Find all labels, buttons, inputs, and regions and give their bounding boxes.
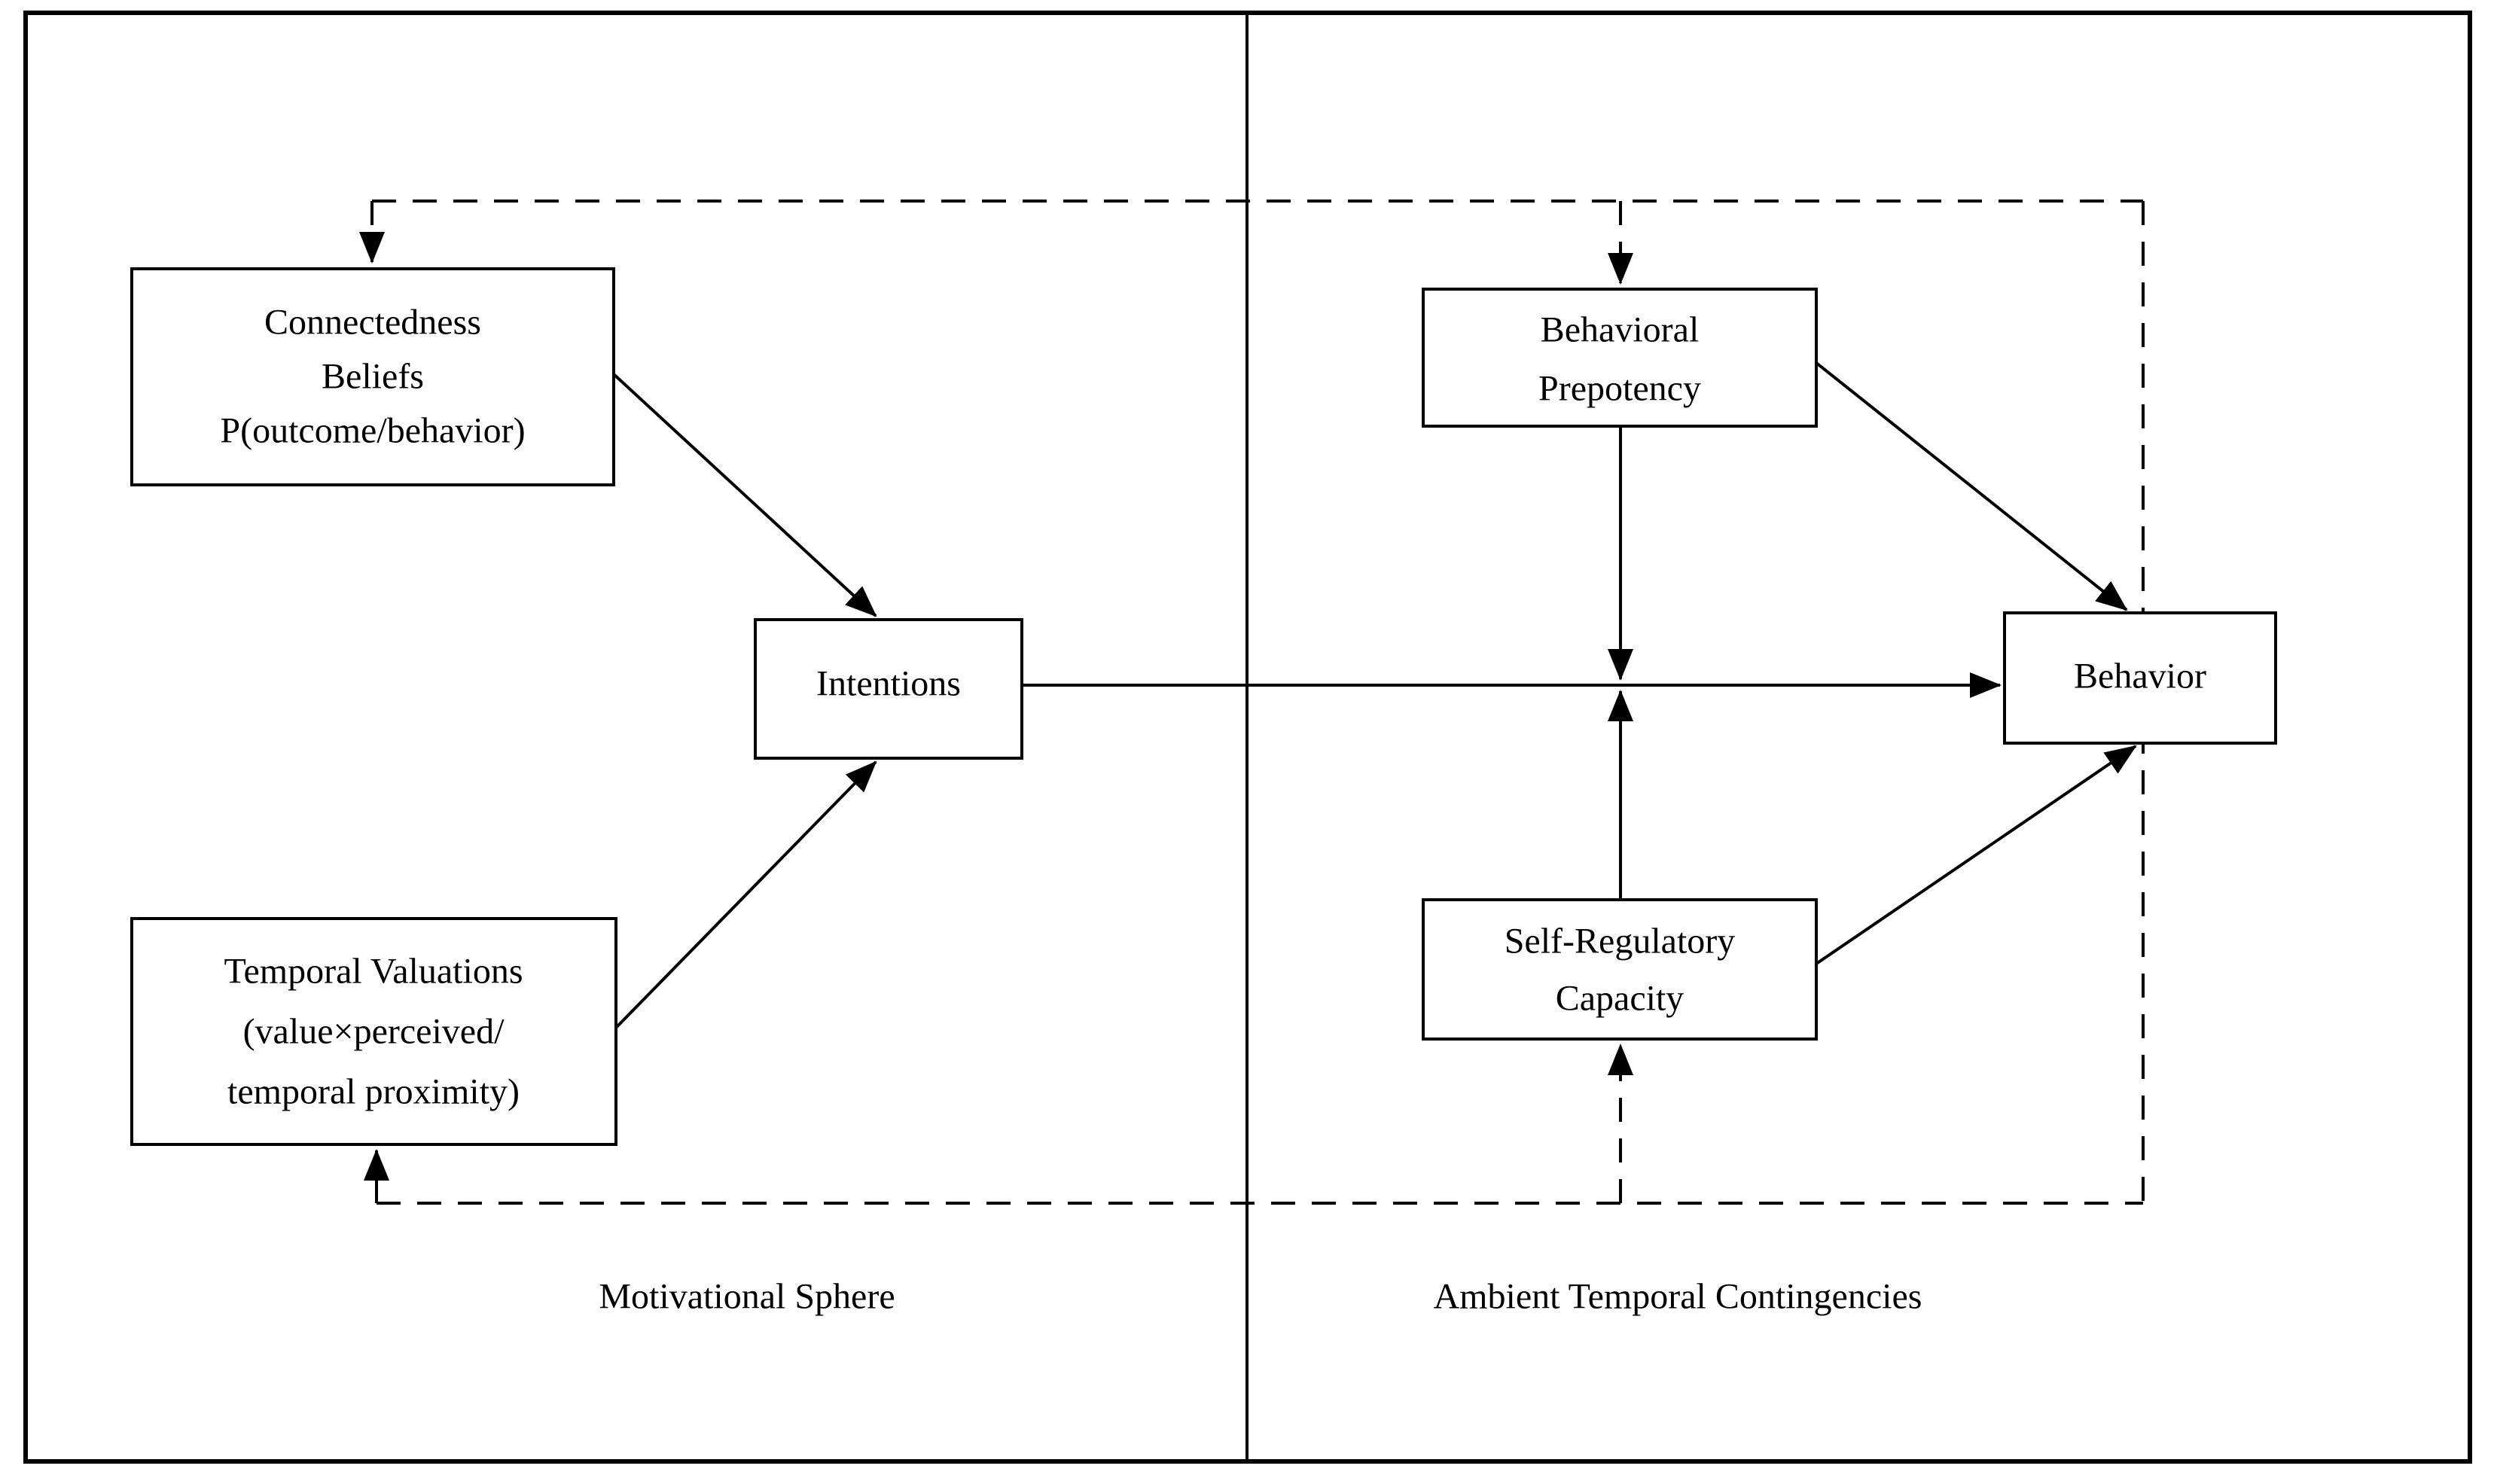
- self-regulatory-capacity-box: [1422, 898, 1818, 1041]
- behavioral-prepotency-box: [1422, 288, 1818, 428]
- arrow-selfregulatory-to-behavior: [1815, 745, 2137, 965]
- behavioral-prepotency-label-line2: Prepotency: [1538, 369, 1701, 409]
- arrow-temporal-to-intentions: [614, 760, 877, 1029]
- temporal-valuations-label-line3: temporal proximity): [227, 1072, 520, 1112]
- arrow-prepotency-to-behavior: [1815, 361, 2128, 611]
- connectedness-label-line1: Connectedness: [264, 303, 481, 343]
- temporal-valuations-label-line2: (value×perceived/: [243, 1012, 505, 1052]
- connectedness-beliefs-box: [130, 267, 615, 486]
- behavior-box: [2003, 611, 2277, 745]
- connectedness-label-line3: P(outcome/behavior): [220, 411, 525, 451]
- intentions-label: Intentions: [816, 664, 961, 704]
- behavioral-prepotency-label-line1: Behavioral: [1541, 310, 1700, 350]
- temporal-valuations-label-line1: Temporal Valuations: [224, 952, 523, 992]
- behavior-label: Behavior: [2074, 657, 2206, 696]
- motivational-sphere-caption: Motivational Sphere: [599, 1277, 895, 1317]
- self-regulatory-label-line2: Capacity: [1556, 979, 1685, 1019]
- intentions-box: [754, 618, 1023, 760]
- self-regulatory-label-line1: Self-Regulatory: [1505, 922, 1736, 961]
- ambient-temporal-contingencies-caption: Ambient Temporal Contingencies: [1434, 1277, 1922, 1317]
- temporal-valuations-box: [130, 917, 617, 1146]
- arrow-connectedness-to-intentions: [612, 373, 877, 617]
- connectedness-label-line2: Beliefs: [322, 357, 424, 397]
